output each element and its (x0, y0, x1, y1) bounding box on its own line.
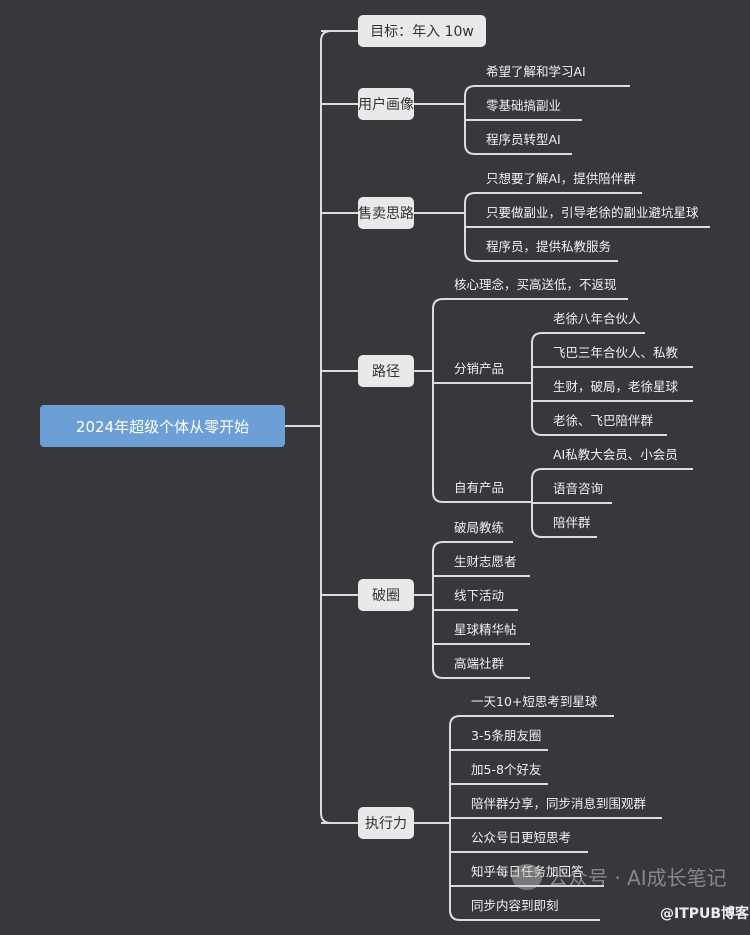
mindmap-item[interactable]: AI私教大会员、小会员 (553, 447, 678, 462)
mindmap-item[interactable]: 陪伴群分享，同步消息到围观群 (471, 796, 647, 811)
mindmap-item[interactable]: 知乎每日任务加回答 (471, 864, 584, 879)
node-goal[interactable]: 目标：年入 10w (358, 15, 486, 47)
mindmap-item[interactable]: 核心理念，买高送低，不返现 (454, 277, 617, 292)
mindmap-item[interactable]: 公众号日更短思考 (471, 830, 572, 845)
node-sales[interactable]: 售卖思路 (358, 197, 414, 229)
root-node[interactable]: 2024年超级个体从零开始 (40, 405, 285, 447)
watermark-source: @ITPUB博客 (660, 906, 750, 922)
mindmap-item[interactable]: 陪伴群 (553, 515, 591, 530)
mindmap-item[interactable]: 加5-8个好友 (471, 762, 542, 777)
mindmap-item[interactable]: 高端社群 (454, 656, 505, 671)
mindmap-item[interactable]: 星球精华帖 (454, 622, 517, 637)
mindmap-item[interactable]: 自有产品 (454, 480, 505, 495)
mindmap-item[interactable]: 一天10+短思考到星球 (471, 694, 598, 709)
connector-line (432, 298, 444, 503)
mindmap-item[interactable]: 飞巴三年合伙人、私教 (553, 345, 679, 360)
node-breakout[interactable]: 破圈 (358, 579, 414, 611)
node-execution[interactable]: 执行力 (358, 807, 414, 839)
node-path[interactable]: 路径 (358, 355, 414, 387)
mindmap-item[interactable]: 语音咨询 (553, 481, 604, 496)
watermark-wechat-text: 公众号 · AI成长笔记 (548, 866, 727, 890)
mindmap-item[interactable]: 3-5条朋友圈 (471, 728, 542, 743)
mindmap-item[interactable]: 老徐八年合伙人 (553, 311, 641, 326)
mindmap-item[interactable]: 只想要了解AI，提供陪伴群 (486, 171, 636, 186)
mindmap-item[interactable]: 破局教练 (454, 520, 505, 535)
mindmap-item[interactable]: 程序员，提供私教服务 (486, 239, 612, 254)
connector-line (320, 30, 332, 824)
mindmap-item[interactable]: 分销产品 (454, 361, 505, 376)
connector-line (531, 332, 543, 436)
mindmap-item[interactable]: 生财志愿者 (454, 554, 517, 569)
wechat-icon (512, 863, 542, 890)
mindmap-item[interactable]: 希望了解和学习AI (486, 64, 586, 79)
mindmap-item[interactable]: 零基础搞副业 (486, 98, 562, 113)
mindmap-item[interactable]: 同步内容到即刻 (471, 898, 559, 913)
mindmap-item[interactable]: 只要做副业，引导老徐的副业避坑星球 (486, 205, 699, 220)
mindmap-item[interactable]: 线下活动 (454, 588, 505, 603)
watermark-wechat: 公众号 · AI成长笔记 (512, 862, 727, 891)
mindmap-item[interactable]: 老徐、飞巴陪伴群 (553, 413, 654, 428)
mindmap-item[interactable]: 程序员转型AI (486, 132, 561, 147)
mindmap-item[interactable]: 生财，破局，老徐星球 (553, 379, 679, 394)
node-persona[interactable]: 用户画像 (358, 88, 414, 120)
